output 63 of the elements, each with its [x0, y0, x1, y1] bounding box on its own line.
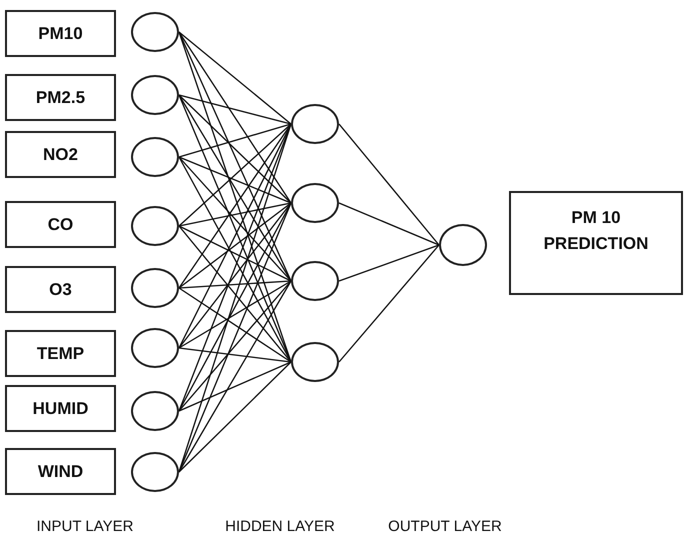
connection-line [178, 280, 292, 289]
connection-line [178, 123, 292, 158]
input-label-box [5, 201, 116, 248]
input-label-box [5, 330, 116, 377]
connection-line [178, 94, 292, 282]
neuron-circle [291, 104, 339, 144]
connection-line [178, 280, 292, 412]
input-label-box [5, 266, 116, 313]
connection-line [178, 287, 292, 363]
connection-line [178, 94, 292, 125]
box-text: PM10 [38, 22, 83, 45]
connection-line [338, 124, 440, 246]
connection-line [178, 225, 292, 282]
input-label-box [5, 74, 116, 121]
connection-line [178, 32, 292, 282]
box-text: TEMP [36, 342, 84, 365]
input-label-box [5, 10, 116, 57]
input-label-box [5, 448, 116, 495]
box-text: WIND [38, 460, 84, 483]
connection-line [178, 156, 292, 282]
connection-line [178, 361, 292, 412]
connection-line [178, 124, 292, 226]
neuron-circle [131, 12, 179, 52]
neuron-circle [291, 342, 339, 382]
connection-line [178, 347, 292, 363]
neuron-circle [131, 137, 179, 177]
connection-line [338, 244, 440, 282]
output-box [509, 191, 683, 295]
box-text: NO2 [43, 144, 78, 166]
connection-line [178, 202, 292, 472]
neuron-circle [131, 391, 179, 431]
connection-line [178, 124, 292, 288]
box-text: HUMID [32, 398, 88, 420]
connection-line [178, 226, 292, 362]
neuron-circle [439, 224, 487, 266]
connection-line [178, 32, 292, 204]
layer-label: INPUT LAYER [36, 517, 134, 537]
neuron-circle [131, 206, 179, 246]
box-text: PM2.5 [36, 86, 86, 109]
neuron-circle [131, 75, 179, 115]
neuron-circle [131, 268, 179, 308]
connection-line [178, 32, 292, 124]
layer-label: HIDDEN LAYER [225, 517, 335, 537]
connection-line [178, 94, 292, 204]
input-label-box [5, 131, 116, 178]
connection-line [338, 244, 440, 362]
connection-line [178, 156, 292, 204]
neuron-circle [291, 261, 339, 301]
neuron-circle [131, 452, 179, 492]
connection-line [178, 202, 292, 348]
connection-line [178, 202, 292, 227]
connection-line [178, 202, 292, 289]
neuron-circle [291, 183, 339, 223]
connection-line [178, 280, 292, 349]
box-text: PM 10 PREDICTION [542, 207, 650, 255]
input-label-box [5, 385, 116, 432]
connection-line [178, 362, 292, 472]
box-text: CO [48, 214, 74, 236]
connection-line [338, 202, 440, 246]
box-text: O3 [49, 278, 72, 301]
layer-label: OUTPUT LAYER [388, 517, 502, 537]
connection-line [178, 280, 292, 472]
neuron-circle [131, 328, 179, 368]
